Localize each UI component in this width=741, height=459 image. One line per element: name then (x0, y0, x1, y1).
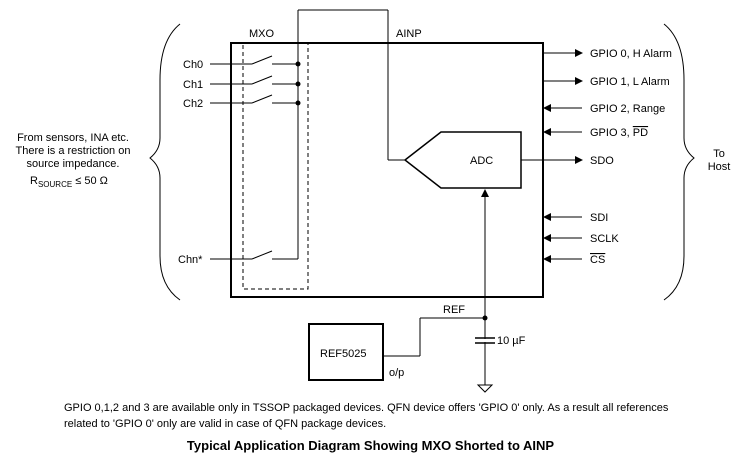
pin-gpio2: GPIO 2, Range (590, 103, 665, 115)
cap-label: 10 µF (497, 335, 526, 347)
figure-caption: Typical Application Diagram Showing MXO … (186, 438, 555, 453)
pin-sdi: SDI (590, 212, 608, 224)
pin-cs: CS (590, 254, 605, 266)
ground-icon (476, 384, 494, 393)
sensor-note-line3: source impedance. (27, 158, 120, 170)
pin-sclk: SCLK (590, 233, 619, 245)
pin-gpio3-pd: PD (633, 127, 648, 139)
pin-gpio1: GPIO 1, L Alarm (590, 76, 670, 88)
op-label: o/p (389, 367, 404, 379)
ref-label: REF (443, 304, 465, 316)
to-host-line1: To (713, 148, 725, 160)
ref5025-label: REF5025 (320, 348, 366, 360)
sensor-note-line1: From sensors, INA etc. (17, 132, 129, 144)
channel-label-ch2: Ch2 (183, 98, 203, 110)
channel-inputs (210, 9, 405, 260)
ainp-label: AINP (396, 28, 422, 40)
mxo-label: MXO (249, 28, 275, 40)
ref5025-box (308, 323, 384, 381)
pin-gpio3: GPIO 3, PD (590, 127, 648, 139)
adc-label: ADC (470, 155, 493, 167)
mux-dashed-box (242, 42, 309, 290)
footnote: GPIO 0,1,2 and 3 are available only in T… (64, 402, 669, 430)
pin-sdo: SDO (590, 155, 614, 167)
channel-label-ch1: Ch1 (183, 79, 203, 91)
reference-path (383, 189, 495, 385)
channel-label-chn: Chn* (178, 254, 203, 266)
io-lines (521, 49, 583, 263)
channel-label-ch0: Ch0 (183, 59, 203, 71)
sensor-note-line2: There is a restriction on (16, 145, 131, 157)
right-brace (663, 23, 695, 301)
device-box (230, 42, 544, 298)
left-brace (149, 23, 181, 301)
cap-gap-mask (482, 339, 488, 342)
junction-dots (295, 61, 488, 321)
adc-block (403, 131, 522, 189)
to-host-line2: Host (708, 161, 731, 173)
pin-gpio0: GPIO 0, H Alarm (590, 48, 672, 60)
rsource-label: RSOURCE ≤ 50 Ω (30, 175, 108, 189)
application-diagram: MXO AINP Ch0 Ch1 Ch2 Chn* ADC (16, 9, 731, 393)
